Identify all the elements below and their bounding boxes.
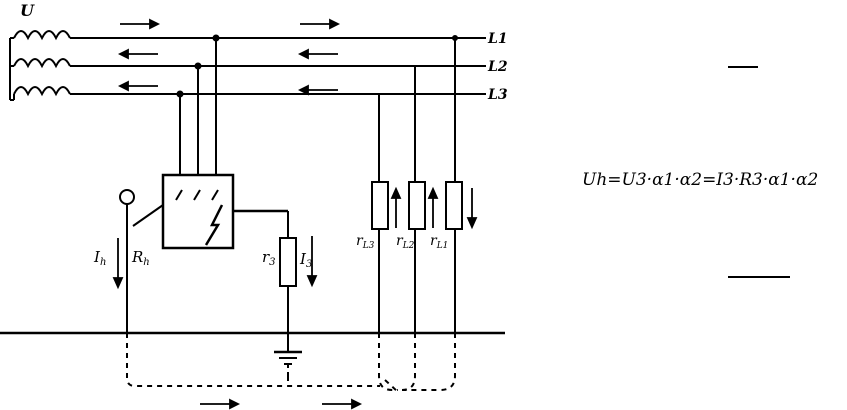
source-label: U: [20, 1, 35, 20]
equipment-box: [161, 173, 235, 250]
return-path: [126, 333, 380, 387]
label-r3: r3: [262, 248, 276, 268]
label-rl3: rL3: [356, 233, 375, 251]
resistor-r3: [279, 237, 297, 287]
label-l2: L2: [487, 59, 508, 75]
divider-bottom: [728, 276, 790, 278]
fault-symbol: [204, 204, 224, 246]
label-l3: L3: [487, 87, 508, 103]
resistor-rl2: [408, 181, 426, 230]
human-contact-head: [119, 189, 135, 205]
resistor-rl3: [371, 181, 389, 230]
transformer-windings: [9, 30, 71, 101]
resistor-rl1: [445, 181, 463, 230]
label-rl2: rL2: [396, 233, 415, 251]
arrows: [112, 18, 478, 410]
earth-symbol: [274, 350, 302, 365]
label-rl1: rL1: [430, 233, 448, 251]
label-rh: Rh: [131, 248, 150, 268]
divider-top: [728, 66, 758, 68]
touch-voltage-formula: Uh=U3·α1·α2=I3·R3·α1·α2: [582, 170, 819, 190]
label-i3: I3: [299, 250, 312, 270]
label-ih: Ih: [93, 248, 106, 268]
label-l1: L1: [487, 31, 508, 47]
